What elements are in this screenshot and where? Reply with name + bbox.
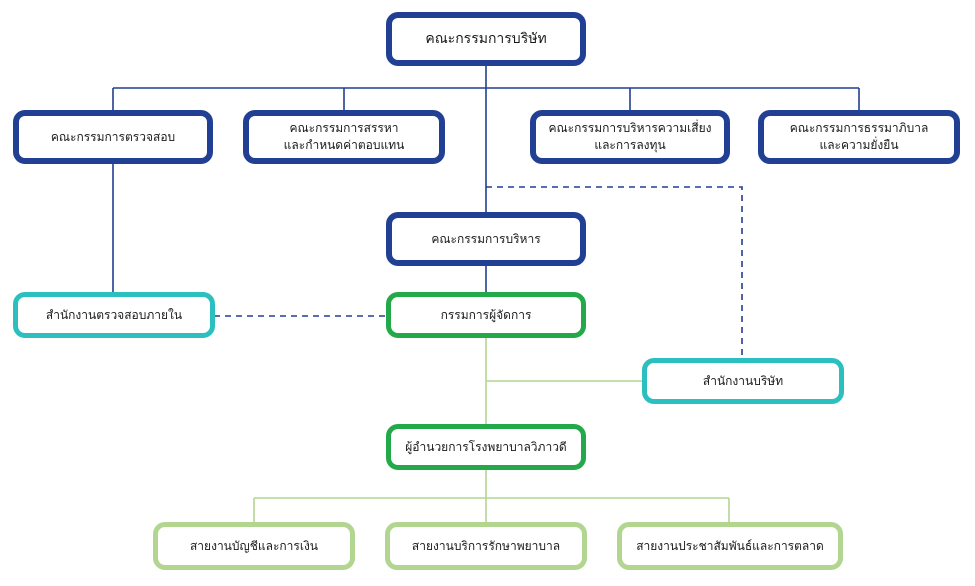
governance-committee-line1: คณะกรรมการธรรมาภิบาล xyxy=(789,121,929,135)
nomination-committee-line1: คณะกรรมการสรรหา xyxy=(289,121,399,135)
pr-marketing-department-label: สายงานประชาสัมพันธ์และการตลาด xyxy=(636,538,824,553)
accounting-finance-department-box: สายงานบัญชีและการเงิน xyxy=(153,522,355,570)
managing-director-label: กรรมการผู้จัดการ xyxy=(440,307,532,322)
managing-director-box: กรรมการผู้จัดการ xyxy=(386,292,586,338)
company-office-box: สำนักงานบริษัท xyxy=(642,358,844,404)
connector-dashed-company-office xyxy=(486,186,743,362)
executive-committee-label: คณะกรรมการบริหาร xyxy=(431,231,541,246)
executive-committee-box: คณะกรรมการบริหาร xyxy=(386,212,586,266)
hospital-director-label: ผู้อำนวยการโรงพยาบาลวิภาวดี xyxy=(405,439,567,454)
nursing-services-department-label: สายงานบริการรักษาพยาบาล xyxy=(411,538,561,553)
board-of-directors-label: คณะกรรมการบริษัท xyxy=(425,30,547,47)
risk-committee-box: คณะกรรมการบริหารความเสี่ยง และการลงทุน xyxy=(530,110,730,164)
risk-committee-line1: คณะกรรมการบริหารความเสี่ยง xyxy=(548,121,712,135)
governance-committee-box: คณะกรรมการธรรมาภิบาล และความยั่งยืน xyxy=(758,110,960,164)
board-of-directors-box: คณะกรรมการบริษัท xyxy=(386,12,586,66)
internal-audit-office-box: สำนักงานตรวจสอบภายใน xyxy=(13,292,215,338)
audit-committee-box: คณะกรรมการตรวจสอบ xyxy=(13,110,213,164)
risk-committee-line2: และการลงทุน xyxy=(594,138,666,152)
hospital-director-box: ผู้อำนวยการโรงพยาบาลวิภาวดี xyxy=(386,424,586,470)
nomination-committee-line2: และกำหนดค่าตอบแทน xyxy=(283,138,405,152)
internal-audit-office-label: สำนักงานตรวจสอบภายใน xyxy=(45,307,183,322)
pr-marketing-department-box: สายงานประชาสัมพันธ์และการตลาด xyxy=(617,522,843,570)
audit-committee-label: คณะกรรมการตรวจสอบ xyxy=(50,129,176,144)
nomination-committee-box: คณะกรรมการสรรหา และกำหนดค่าตอบแทน xyxy=(243,110,445,164)
accounting-finance-department-label: สายงานบัญชีและการเงิน xyxy=(189,538,319,553)
governance-committee-line2: และความยั่งยืน xyxy=(819,138,899,152)
nursing-services-department-box: สายงานบริการรักษาพยาบาล xyxy=(385,522,587,570)
company-office-label: สำนักงานบริษัท xyxy=(702,373,784,388)
